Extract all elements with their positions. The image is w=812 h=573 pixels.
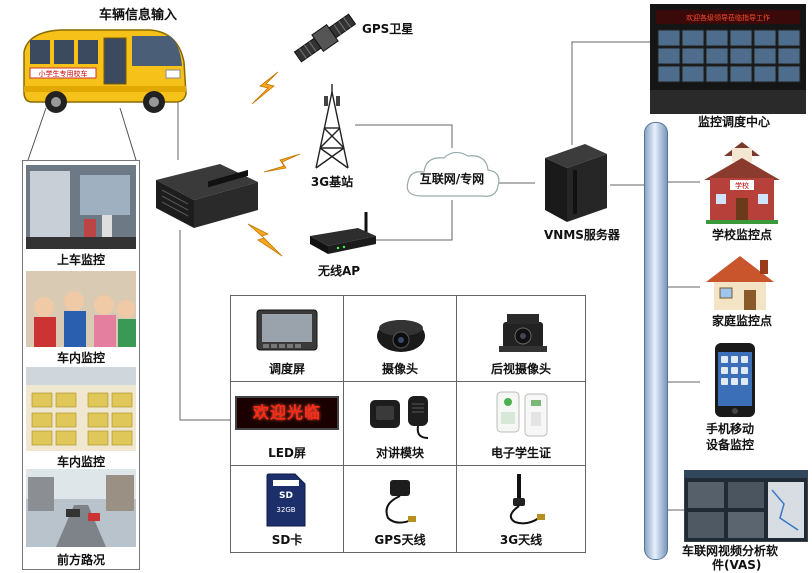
cabin-camera-photo-2 — [26, 367, 136, 451]
device-label: 电子学生证 — [490, 446, 551, 460]
dispatch-screen-icon — [256, 309, 318, 351]
school-sign: 学校 — [735, 181, 749, 190]
device-cell: 3G天线 — [457, 466, 585, 552]
bus-title: 车辆信息输入 — [98, 8, 177, 23]
3g-antenna-icon — [509, 474, 545, 525]
gps-antenna-icon — [385, 480, 416, 524]
rear-view-camera-icon — [499, 314, 547, 352]
lightning-icon — [251, 71, 279, 105]
home-label: 家庭监控点 — [712, 314, 773, 328]
satellite-label: GPS卫星 — [362, 22, 414, 36]
lightning-icon — [247, 223, 283, 257]
device-label: LED屏 — [268, 446, 306, 460]
device-cell: 调度屏 — [231, 296, 344, 382]
device-label: 对讲模块 — [375, 446, 424, 460]
school-label: 学校监控点 — [712, 228, 773, 242]
onboard-camera-column: 上车监控 车内监控 车内监控 前方路况 — [22, 160, 140, 570]
mobile-dvr-icon — [156, 164, 258, 228]
sd-card-icon: SD 32GB — [266, 473, 306, 527]
device-label: 调度屏 — [268, 362, 305, 376]
device-cell: 欢迎光临 LED屏 — [231, 382, 344, 466]
vnms-server-icon — [545, 144, 607, 222]
network-bus-pipe — [644, 122, 668, 560]
device-cell: GPS天线 — [344, 466, 457, 552]
gps-satellite-icon — [293, 13, 357, 63]
control-center-banner: 欢迎各级领导莅临指导工作 — [686, 13, 770, 22]
3g-base-station-icon — [315, 84, 349, 169]
left-photo-label-3: 车内监控 — [56, 455, 105, 469]
left-photo-label-2: 车内监控 — [56, 351, 105, 365]
sd-card-capacity: 32GB — [276, 506, 295, 514]
internet-cloud-icon — [406, 151, 500, 197]
school-icon: 学校 — [704, 142, 780, 224]
bus-banner: 小学生专用校车 — [39, 69, 88, 78]
tower-label: 3G基站 — [310, 175, 354, 189]
mobile-phone-icon — [715, 343, 755, 417]
device-cell: 后视摄像头 — [457, 296, 585, 382]
device-label: 3G天线 — [499, 533, 543, 547]
device-cell: 摄像头 — [344, 296, 457, 382]
control-center-label: 监控调度中心 — [698, 115, 771, 129]
phone-label-1: 手机移动 — [706, 422, 755, 436]
left-photo-label-4: 前方路况 — [56, 553, 105, 567]
svg-text:SD: SD — [279, 491, 293, 501]
device-label: SD卡 — [271, 533, 303, 547]
led-display: 欢迎光临 — [235, 396, 339, 430]
student-id-card-icon — [496, 391, 548, 437]
boarding-camera-photo — [26, 165, 136, 249]
vas-label-2: 件(VAS) — [712, 558, 762, 572]
home-icon — [706, 256, 774, 310]
cloud-label: 互联网/专网 — [419, 172, 485, 186]
vas-label-1: 车联网视频分析软 — [682, 544, 779, 558]
vas-software-screenshot — [684, 470, 808, 542]
lightning-icon — [263, 153, 301, 173]
wireless-ap-icon — [310, 212, 376, 254]
road-camera-photo — [26, 469, 136, 547]
device-label: 后视摄像头 — [490, 362, 551, 376]
control-center-photo: 欢迎各级领导莅临指导工作 — [650, 4, 806, 114]
device-label: 摄像头 — [381, 362, 418, 376]
server-label: VNMS服务器 — [544, 228, 620, 242]
intercom-module-icon — [370, 396, 429, 439]
device-cell: 对讲模块 — [344, 382, 457, 466]
phone-label-2: 设备监控 — [706, 438, 755, 452]
left-photo-label-1: 上车监控 — [56, 253, 105, 267]
device-cell: 电子学生证 — [457, 382, 585, 466]
school-bus-icon: 小学生专用校车 — [23, 29, 187, 113]
device-grid: 调度屏 摄像头 后视摄像头 欢迎光临 LED屏 — [230, 295, 586, 553]
device-label: GPS天线 — [374, 533, 426, 547]
router-label: 无线AP — [318, 264, 361, 278]
device-cell: SD 32GB SD卡 — [231, 466, 344, 552]
cabin-camera-photo-1 — [26, 271, 136, 347]
dome-camera-icon — [377, 320, 425, 352]
